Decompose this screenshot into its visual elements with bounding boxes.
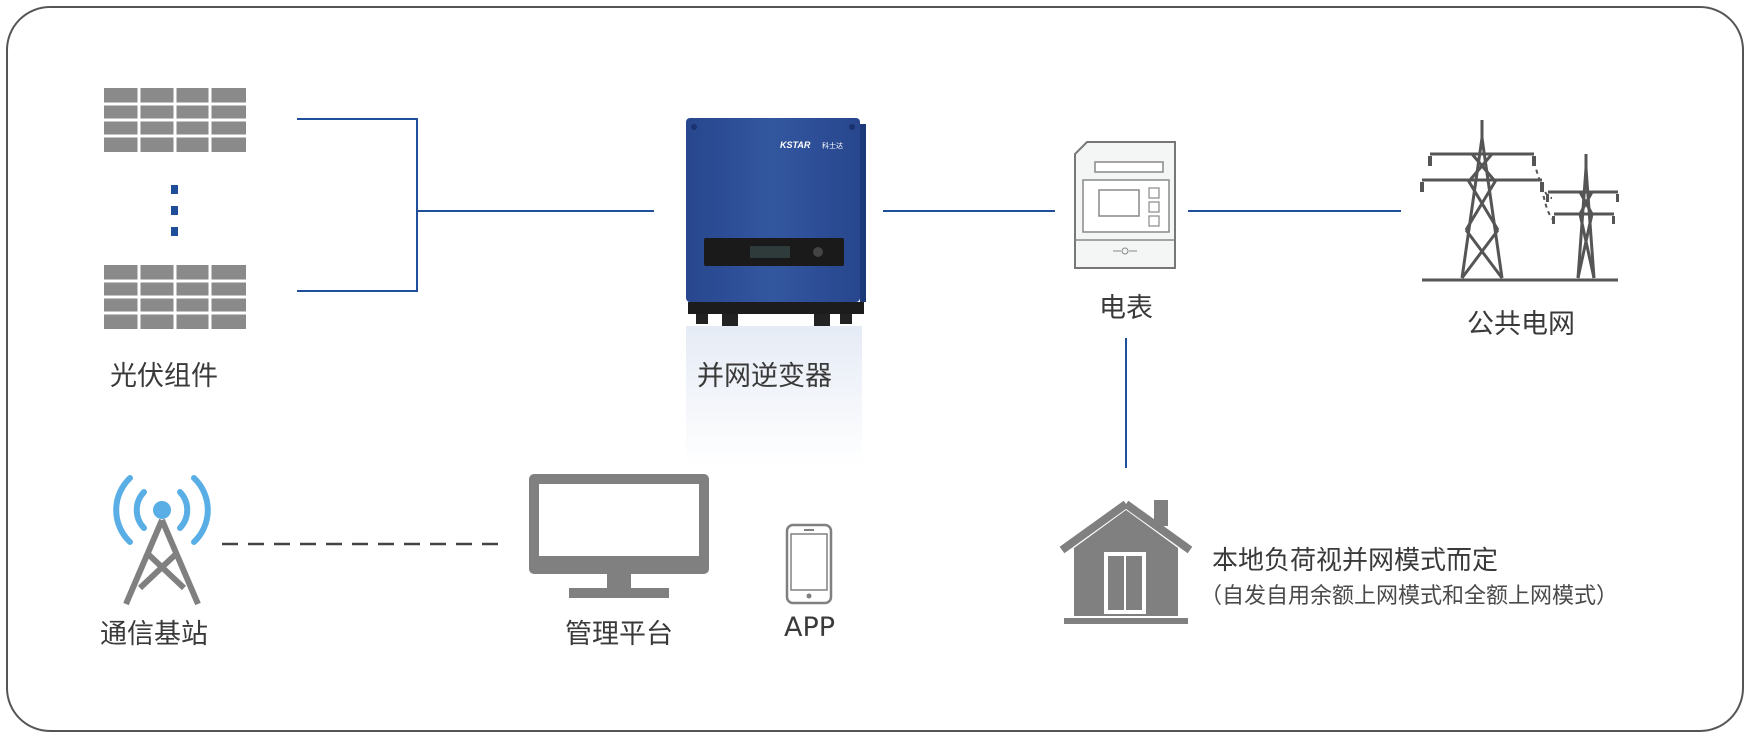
pv-modules-label: 光伏组件 [110,361,218,392]
app-label: APP [784,612,836,643]
diagram-frame [6,6,1744,732]
smartphone-icon [785,523,833,605]
inverter-brand-cn: 科士达 [822,141,843,150]
grid-label: 公共电网 [1467,309,1575,340]
meter-label: 电表 [1099,293,1153,324]
inverter-icon: KSTAR 科士达 [686,118,866,466]
base-station-label: 通信基站 [100,619,208,650]
load-note: （自发自用余额上网模式和全额上网模式） [1200,584,1619,609]
pv-top-link [297,118,418,292]
power-grid-tower-icon [1420,120,1619,282]
pv-panel-top-icon [104,88,246,152]
ellipsis-dots-icon [171,185,178,236]
electric-meter-icon [1074,141,1176,269]
house-icon [1059,500,1193,624]
platform-label: 管理平台 [565,619,673,650]
inverter-brand: KSTAR [780,140,811,150]
inverter-label: 并网逆变器 [697,361,832,392]
monitor-icon [529,474,709,598]
pv-panel-bottom-icon [104,265,246,329]
signal-tower-icon [113,475,211,606]
load-title: 本地负荷视并网模式而定 [1212,546,1499,576]
